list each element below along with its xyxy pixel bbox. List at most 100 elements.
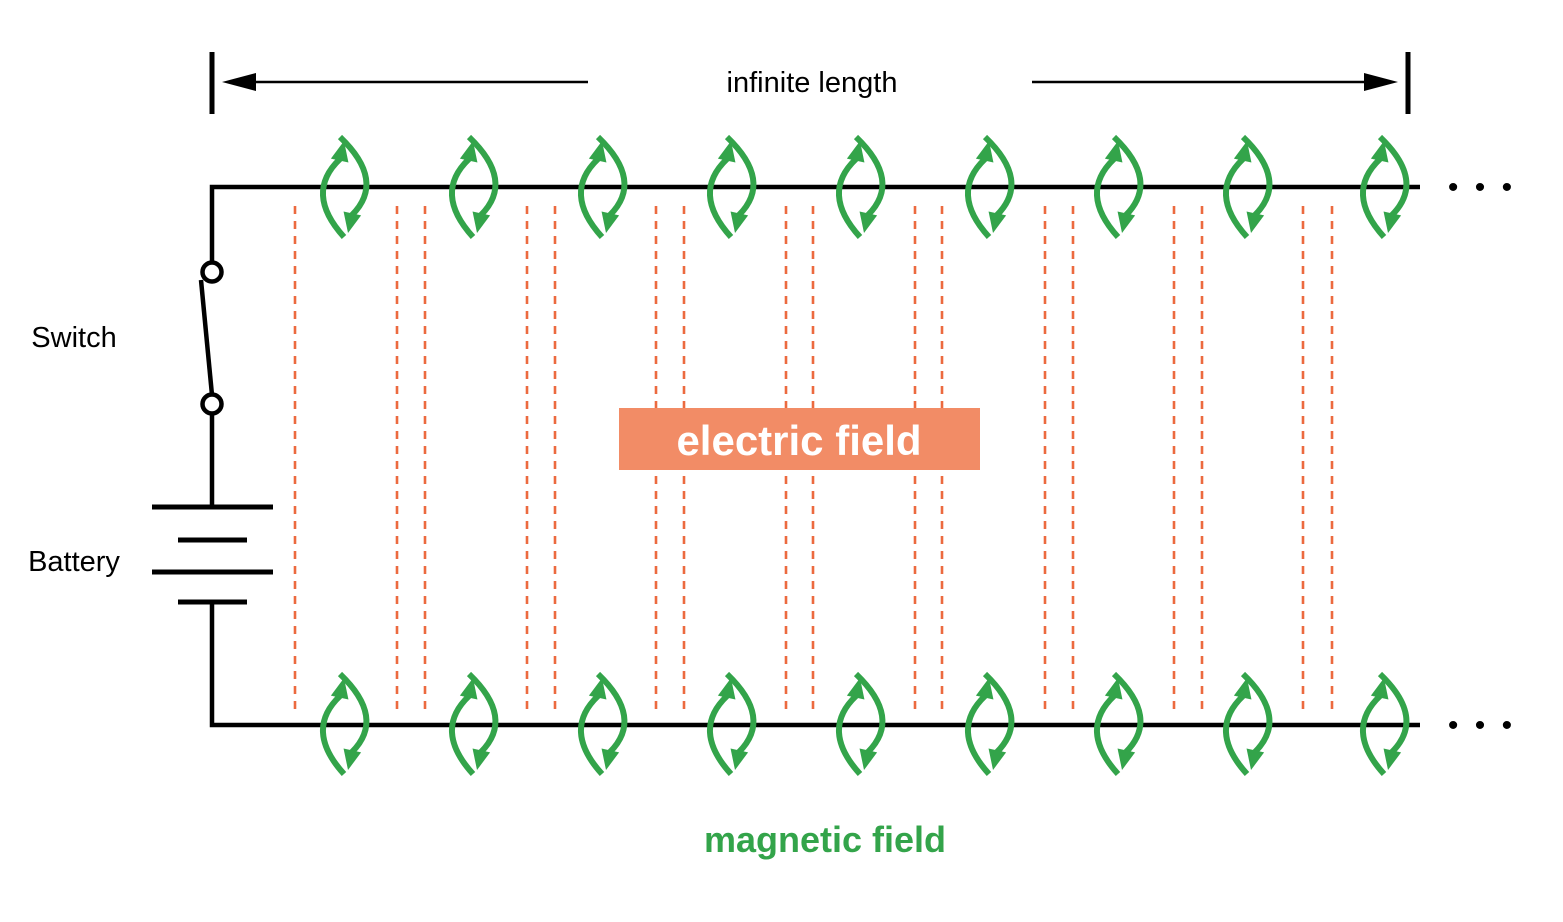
switch-upper-terminal (200, 260, 224, 284)
magnetic-field-loop (836, 134, 886, 240)
magnetic-field-arrowhead (1117, 748, 1136, 770)
magnetic-field-arrowhead (1233, 678, 1252, 700)
magnetic-field-arc (466, 134, 499, 218)
magnetic-field-arc (466, 671, 499, 755)
switch-lower-terminal (200, 392, 224, 416)
magnetic-field-loops (320, 134, 1410, 777)
magnetic-field-arrowhead (1104, 678, 1123, 700)
magnetic-field-loop (1094, 671, 1144, 777)
magnetic-field-arrowhead (1117, 211, 1136, 233)
magnetic-field-arrowhead (1104, 141, 1123, 163)
magnetic-field-arc (1240, 134, 1273, 218)
magnetic-field-arc (1377, 671, 1410, 755)
magnetic-field-arc (1360, 693, 1387, 777)
magnetic-field-arrowhead (1233, 141, 1252, 163)
magnetic-field-arrowhead (975, 141, 994, 163)
magnetic-field-loop (1360, 134, 1410, 240)
magnetic-field-arc (965, 693, 992, 777)
magnetic-field-loop (320, 134, 370, 240)
magnetic-field-arrowhead (846, 141, 865, 163)
magnetic-field-loop (965, 134, 1015, 240)
magnetic-field-loop (578, 134, 628, 240)
magnetic-field-arc (707, 693, 734, 777)
magnetic-field-arc (1377, 134, 1410, 218)
magnetic-field-arc (853, 134, 886, 218)
magnetic-field-arrowhead (459, 678, 478, 700)
electric-field-box (619, 408, 980, 470)
magnetic-field-arrowhead (730, 211, 749, 233)
electric-field-label: electric field (676, 417, 921, 464)
magnetic-field-label: magnetic field (704, 819, 946, 860)
magnetic-field-loop (1223, 671, 1273, 777)
magnetic-field-arrowhead (601, 211, 620, 233)
magnetic-field-arrowhead (1370, 678, 1389, 700)
battery-symbol (152, 504, 273, 605)
magnetic-field-arc (836, 156, 863, 240)
magnetic-field-arc (578, 693, 605, 777)
magnetic-field-loop (1094, 134, 1144, 240)
magnetic-field-arc (1240, 671, 1273, 755)
magnetic-field-loop (836, 671, 886, 777)
magnetic-field-arrowhead (717, 678, 736, 700)
magnetic-field-loop (449, 671, 499, 777)
electric-field-lines (293, 206, 1334, 710)
magnetic-field-arc (982, 134, 1015, 218)
magnetic-field-arc (1111, 671, 1144, 755)
magnetic-field-arrowhead (588, 678, 607, 700)
magnetic-field-arrowhead (459, 141, 478, 163)
magnetic-field-loop (1223, 134, 1273, 240)
continuation-dots-bottom: • • • (1448, 709, 1516, 742)
magnetic-field-arrowhead (343, 211, 362, 233)
magnetic-field-loop (965, 671, 1015, 777)
dimension-left-arrowhead (222, 73, 256, 91)
magnetic-field-arrowhead (975, 678, 994, 700)
continuation-dots-top: • • • (1448, 171, 1516, 204)
circuit (152, 184, 1420, 728)
top-conductor (209, 184, 1420, 262)
magnetic-field-arc (578, 156, 605, 240)
magnetic-field-arc (1223, 156, 1250, 240)
magnetic-field-arc (595, 671, 628, 755)
magnetic-field-arc (1094, 693, 1121, 777)
magnetic-field-arc (337, 134, 370, 218)
magnetic-field-arc (449, 693, 476, 777)
magnetic-field-arrowhead (601, 748, 620, 770)
magnetic-field-loop (707, 134, 757, 240)
magnetic-field-arrowhead (1383, 211, 1402, 233)
magnetic-field-arc (337, 671, 370, 755)
switch (198, 260, 224, 416)
dimension-label: infinite length (727, 67, 898, 99)
magnetic-field-arc (595, 134, 628, 218)
magnetic-field-arc (1223, 693, 1250, 777)
magnetic-field-loop (578, 671, 628, 777)
magnetic-field-arc (707, 156, 734, 240)
magnetic-field-arrowhead (859, 748, 878, 770)
magnetic-field-arrowhead (330, 678, 349, 700)
magnetic-field-arrowhead (988, 211, 1007, 233)
magnetic-field-loop (320, 671, 370, 777)
magnetic-field-arrowhead (588, 141, 607, 163)
magnetic-field-arc (724, 671, 757, 755)
magnetic-field-arrowhead (1383, 748, 1402, 770)
magnetic-field-arrowhead (472, 211, 491, 233)
magnetic-field-arc (320, 693, 347, 777)
magnetic-field-arrowhead (988, 748, 1007, 770)
dimension-right-arrowhead (1364, 73, 1398, 91)
magnetic-field-arc (320, 156, 347, 240)
magnetic-field-arrowhead (343, 748, 362, 770)
magnetic-field-arc (853, 671, 886, 755)
magnetic-field-loop (449, 134, 499, 240)
magnetic-field-arrowhead (717, 141, 736, 163)
magnetic-field-arrowhead (846, 678, 865, 700)
magnetic-field-loop (1360, 671, 1410, 777)
magnetic-field-arrowhead (1370, 141, 1389, 163)
magnetic-field-arrowhead (859, 211, 878, 233)
magnetic-field-arc (1360, 156, 1387, 240)
magnetic-field-arc (982, 671, 1015, 755)
bottom-conductor (209, 603, 1420, 728)
magnetic-field-loop (707, 671, 757, 777)
battery-label: Battery (28, 546, 120, 578)
magnetic-field-arc (836, 693, 863, 777)
magnetic-field-arc (1111, 134, 1144, 218)
